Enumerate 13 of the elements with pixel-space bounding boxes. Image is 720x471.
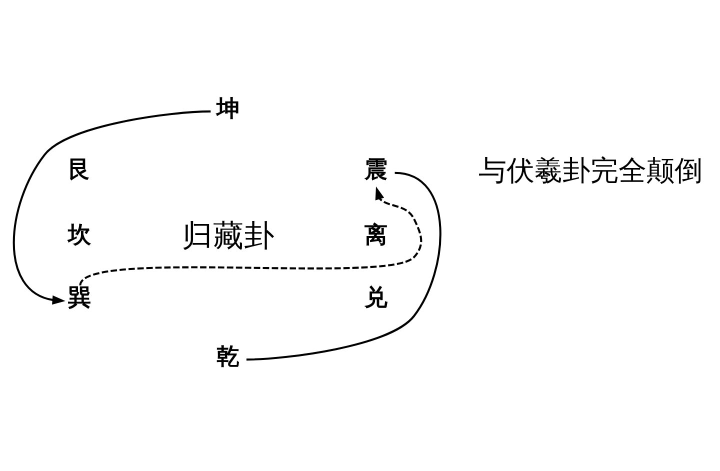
label: 归藏卦	[182, 218, 275, 254]
connector	[246, 172, 442, 361]
label: 与伏羲卦完全颠倒	[478, 154, 703, 187]
node-text: 乾	[216, 344, 240, 370]
arrow	[79, 186, 422, 286]
node-text: 巽	[68, 285, 92, 312]
node-text: 坤	[216, 96, 240, 122]
label: 坎	[68, 222, 92, 248]
arrow	[12, 110, 211, 305]
label: 艮	[68, 157, 92, 184]
node-text: 震	[364, 157, 388, 184]
label: 兑	[364, 285, 388, 312]
label: 离	[364, 222, 388, 248]
